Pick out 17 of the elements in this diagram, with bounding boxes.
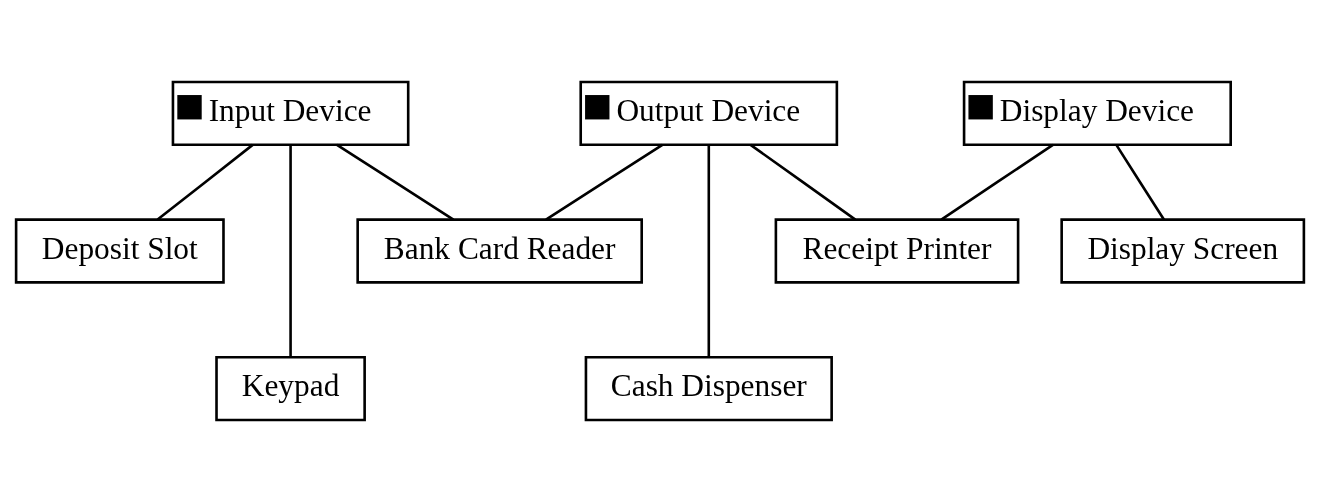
connector xyxy=(749,143,857,221)
node-box: Display Device xyxy=(962,80,1232,146)
node-box: Bank Card Reader xyxy=(356,218,643,284)
node-box: Deposit Slot xyxy=(14,218,225,284)
connector xyxy=(707,144,711,357)
connector xyxy=(940,143,1054,221)
node-box: Keypad xyxy=(215,356,366,422)
connector xyxy=(336,143,455,221)
node-box: Display Screen xyxy=(1060,218,1306,284)
node-box: Input Device xyxy=(171,80,410,146)
connector xyxy=(289,144,292,357)
node-box: Cash Dispenser xyxy=(584,356,833,422)
connector xyxy=(545,143,664,221)
connector xyxy=(1115,144,1165,221)
node-box: Output Device xyxy=(579,80,839,146)
node-box: Receipt Printer xyxy=(774,218,1020,284)
connector xyxy=(156,143,254,221)
